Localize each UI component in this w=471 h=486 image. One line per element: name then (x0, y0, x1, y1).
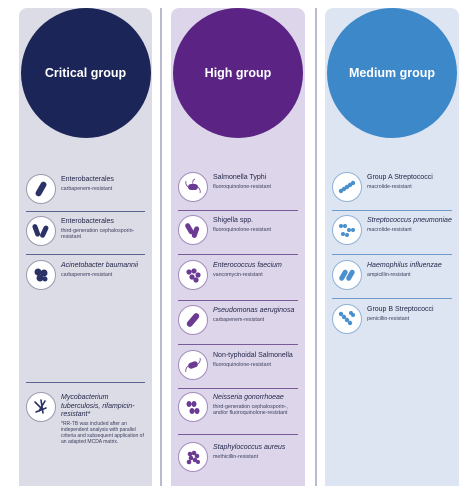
pathogen-item: Salmonella Typhi fluoroquinolone-resista… (178, 172, 298, 202)
resistance-label: ampicillin-resistant (367, 271, 411, 278)
pathogen-item: Group B Streptococci penicillin-resistan… (332, 304, 452, 334)
pathogen-item: Enterobacterales third-generation cephal… (26, 216, 145, 246)
pathogen-name: Enterobacterales (61, 218, 114, 225)
medium-group-column: Medium group Group A Streptococci macrol… (325, 8, 459, 486)
pathogen-item: Streptococcus pneumoniae macrolide-resis… (332, 215, 452, 245)
medium-group-title: Medium group (348, 66, 436, 80)
pathogen-item: Staphylococcus aureus methicillin-resist… (178, 442, 298, 472)
cocci-bacteria-icon (178, 260, 208, 290)
high-group-title: High group (204, 66, 272, 80)
streptococci-icon (332, 172, 362, 202)
high-group-header: High group (173, 8, 303, 138)
resistance-label: fluoroquinolone-resistant (213, 183, 272, 190)
pathogen-name: Haemophilus influenzae (367, 262, 442, 269)
critical-group-column: Critical group Enterobacterales carbapen… (19, 8, 152, 486)
critical-group-header: Critical group (20, 8, 151, 138)
rod-bacteria-icon (26, 216, 56, 246)
resistance-label: third-generation cephalosporin-, and/or … (213, 403, 288, 417)
pathogen-name: Group A Streptococci (367, 174, 433, 181)
streptococci-icon (332, 304, 362, 334)
cluster-bacteria-icon (26, 260, 56, 290)
pathogen-item: Acinetobacter baumannii carbapenem-resis… (26, 260, 145, 290)
rod-bacteria-icon (26, 174, 56, 204)
high-group-column: High group Salmonella Typhi fluoroquinol… (171, 8, 305, 486)
cocci-cluster-icon (178, 442, 208, 472)
item-separator (26, 211, 145, 212)
diplococci-icon (178, 392, 208, 422)
item-separator (178, 210, 298, 211)
rod-bacteria-icon (178, 305, 208, 335)
item-separator (332, 254, 452, 255)
pathogen-name: Enterobacterales (61, 176, 114, 183)
medium-group-header: Medium group (327, 8, 457, 138)
mycobacteria-icon (26, 392, 56, 422)
pathogen-item: Non-typhoidal Salmonella fluoroquinolone… (178, 350, 298, 380)
resistance-label: vancomycin-resistant (213, 271, 263, 278)
pathogen-name: Non-typhoidal Salmonella (213, 352, 293, 359)
pathogen-name: Staphylococcus aureus (213, 444, 286, 451)
pathogen-item: Pseudomonas aeruginosa carbapenem-resist… (178, 305, 298, 335)
item-separator (178, 388, 298, 389)
pathogen-name: Salmonella Typhi (213, 174, 267, 181)
pathogen-name: Acinetobacter baumannii (61, 262, 139, 269)
pathogen-name: Enterococcus faecium (213, 262, 282, 269)
rod-bacteria-icon (178, 215, 208, 245)
item-separator (178, 254, 298, 255)
pathogen-name: Shigella spp. (213, 217, 254, 224)
resistance-label: carbapenem-resistant (213, 316, 265, 323)
pathogen-item: Enterococcus faecium vancomycin-resistan… (178, 260, 298, 290)
flagellated-bacteria-icon (178, 350, 208, 380)
pathogen-item: Mycobacterium tuberculosis, rifampicin-r… (26, 392, 145, 445)
pathogen-name: Mycobacterium tuberculosis, rifampicin-r… (61, 394, 135, 418)
resistance-label: third-generation cephalosporin-resistant (61, 227, 135, 241)
pathogen-item: Haemophilus influenzae ampicillin-resist… (332, 260, 452, 290)
pathogen-name: Streptococcus pneumoniae (367, 217, 452, 224)
resistance-label: penicillin-resistant (367, 315, 410, 322)
streptococci-icon (332, 215, 362, 245)
pathogen-item: Group A Streptococci macrolide-resistant (332, 172, 452, 202)
pathogen-item: Shigella spp. fluoroquinolone-resistant (178, 215, 298, 245)
resistance-label: carbapenem-resistant (61, 185, 113, 192)
resistance-label: fluoroquinolone-resistant (213, 361, 272, 368)
column-divider (160, 8, 162, 486)
pathogen-item: Neisseria gonorrhoeae third-generation c… (178, 392, 298, 422)
footnote: *RR-TB was included after an independent… (61, 420, 144, 446)
item-separator (332, 210, 452, 211)
resistance-label: macrolide-resistant (367, 183, 412, 190)
pathogen-name: Group B Streptococci (367, 306, 434, 313)
item-separator (332, 298, 452, 299)
resistance-label: methicillin-resistant (213, 453, 259, 460)
pathogen-name: Pseudomonas aeruginosa (213, 307, 295, 314)
item-separator (178, 300, 298, 301)
critical-group-title: Critical group (44, 66, 127, 80)
resistance-label: macrolide-resistant (367, 226, 412, 233)
item-separator (26, 254, 145, 255)
pathogen-item: Enterobacterales carbapenem-resistant (26, 174, 145, 204)
pathogen-name: Neisseria gonorrhoeae (213, 394, 284, 401)
resistance-label: fluoroquinolone-resistant (213, 226, 272, 233)
column-divider (315, 8, 317, 486)
rod-bacteria-icon (332, 260, 362, 290)
item-separator (178, 344, 298, 345)
item-separator (26, 382, 145, 383)
item-separator (178, 434, 298, 435)
resistance-label: carbapenem-resistant (61, 271, 113, 278)
flagellated-bacteria-icon (178, 172, 208, 202)
